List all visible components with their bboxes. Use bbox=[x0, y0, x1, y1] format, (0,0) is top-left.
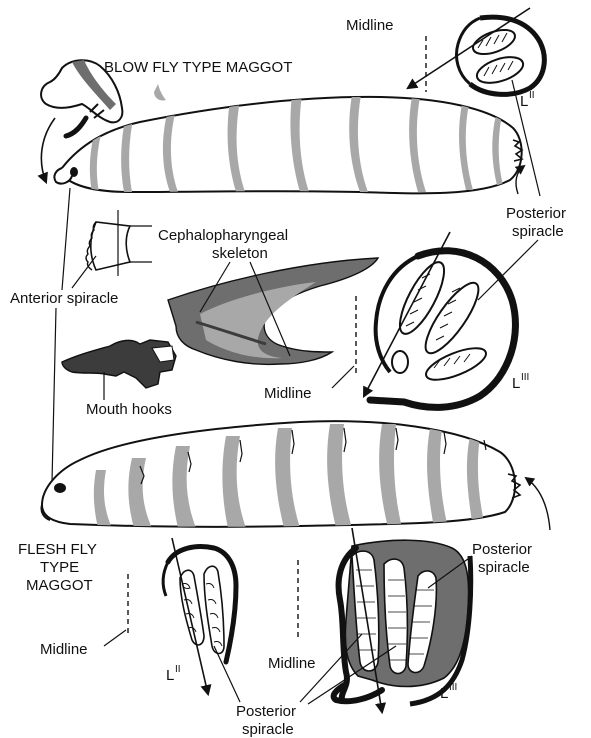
svg-text:L: L bbox=[166, 667, 174, 684]
anterior-spiracle-label: Anterior spiracle bbox=[10, 290, 118, 307]
posterior-spiracle-right-label-line2: spiracle bbox=[478, 559, 530, 576]
l3-mid-instar-label: L III bbox=[512, 372, 529, 392]
blow-fly-mouth-spot bbox=[70, 167, 78, 177]
svg-text:L: L bbox=[512, 375, 520, 392]
l2-bottom-midline-leader bbox=[104, 630, 126, 646]
l3-mid-midline-leader bbox=[332, 366, 354, 388]
posterior-spiracle-top-label-line1: Posterior bbox=[506, 205, 566, 222]
svg-text:II: II bbox=[175, 664, 181, 675]
blow-fly-l3-spiracle bbox=[370, 251, 515, 408]
anterior-spiracle-enlargement bbox=[86, 210, 152, 276]
posterior-spiracle-top-label-line2: spiracle bbox=[512, 223, 564, 240]
flesh-fly-title-line3: MAGGOT bbox=[26, 577, 93, 594]
l2-bottom-instar-label: L II bbox=[166, 664, 181, 684]
l3-bottom-instar-label: L III bbox=[440, 682, 457, 702]
svg-text:III: III bbox=[449, 682, 457, 693]
flesh-fly-l2-spiracle bbox=[163, 547, 236, 662]
flesh-fly-l3-spiracle bbox=[334, 540, 471, 704]
l3-bottom-midline-label: Midline bbox=[268, 655, 316, 672]
blow-fly-larva bbox=[54, 95, 522, 193]
flesh-fly-mouth-spot bbox=[54, 483, 66, 493]
blow-fly-title: BLOW FLY TYPE MAGGOT bbox=[104, 59, 292, 76]
l2-bottom-midline-label: Midline bbox=[40, 641, 88, 658]
l2-top-instar-label: L II bbox=[520, 90, 535, 110]
posterior-spiracle-right-label-line1: Posterior bbox=[472, 541, 532, 558]
l2-top-midline-label: Midline bbox=[346, 17, 394, 34]
posterior-spiracle-bottom-label-line2: spiracle bbox=[242, 721, 294, 738]
cephalopharyngeal-label-line2: skeleton bbox=[212, 245, 268, 262]
cephalopharyngeal-skeleton bbox=[62, 258, 378, 388]
head-enlargement-arrow bbox=[41, 118, 55, 182]
anterior-spiracle-leader-bottom bbox=[52, 308, 56, 482]
svg-text:L: L bbox=[440, 685, 448, 702]
blow-fly-l2-spiracle bbox=[457, 17, 545, 94]
mouth-hooks-label: Mouth hooks bbox=[86, 401, 172, 418]
svg-text:III: III bbox=[521, 372, 529, 383]
svg-text:II: II bbox=[529, 90, 535, 101]
anterior-spiracle-leader-top bbox=[62, 188, 70, 290]
anterior-spiracle-leader-enl bbox=[72, 256, 96, 288]
posterior-spiracle-bottom-label-line1: Posterior bbox=[236, 703, 296, 720]
flesh-fly-title-line1: FLESH FLY bbox=[18, 541, 97, 558]
cephalopharyngeal-label-line1: Cephalopharyngeal bbox=[158, 227, 288, 244]
svg-text:L: L bbox=[520, 93, 528, 110]
flesh-fly-larva bbox=[41, 421, 520, 528]
posterior-spiracle-bottom-arrow bbox=[526, 478, 550, 530]
flesh-fly-title-line2: TYPE bbox=[40, 559, 79, 576]
l3-mid-midline-label: Midline bbox=[264, 385, 312, 402]
